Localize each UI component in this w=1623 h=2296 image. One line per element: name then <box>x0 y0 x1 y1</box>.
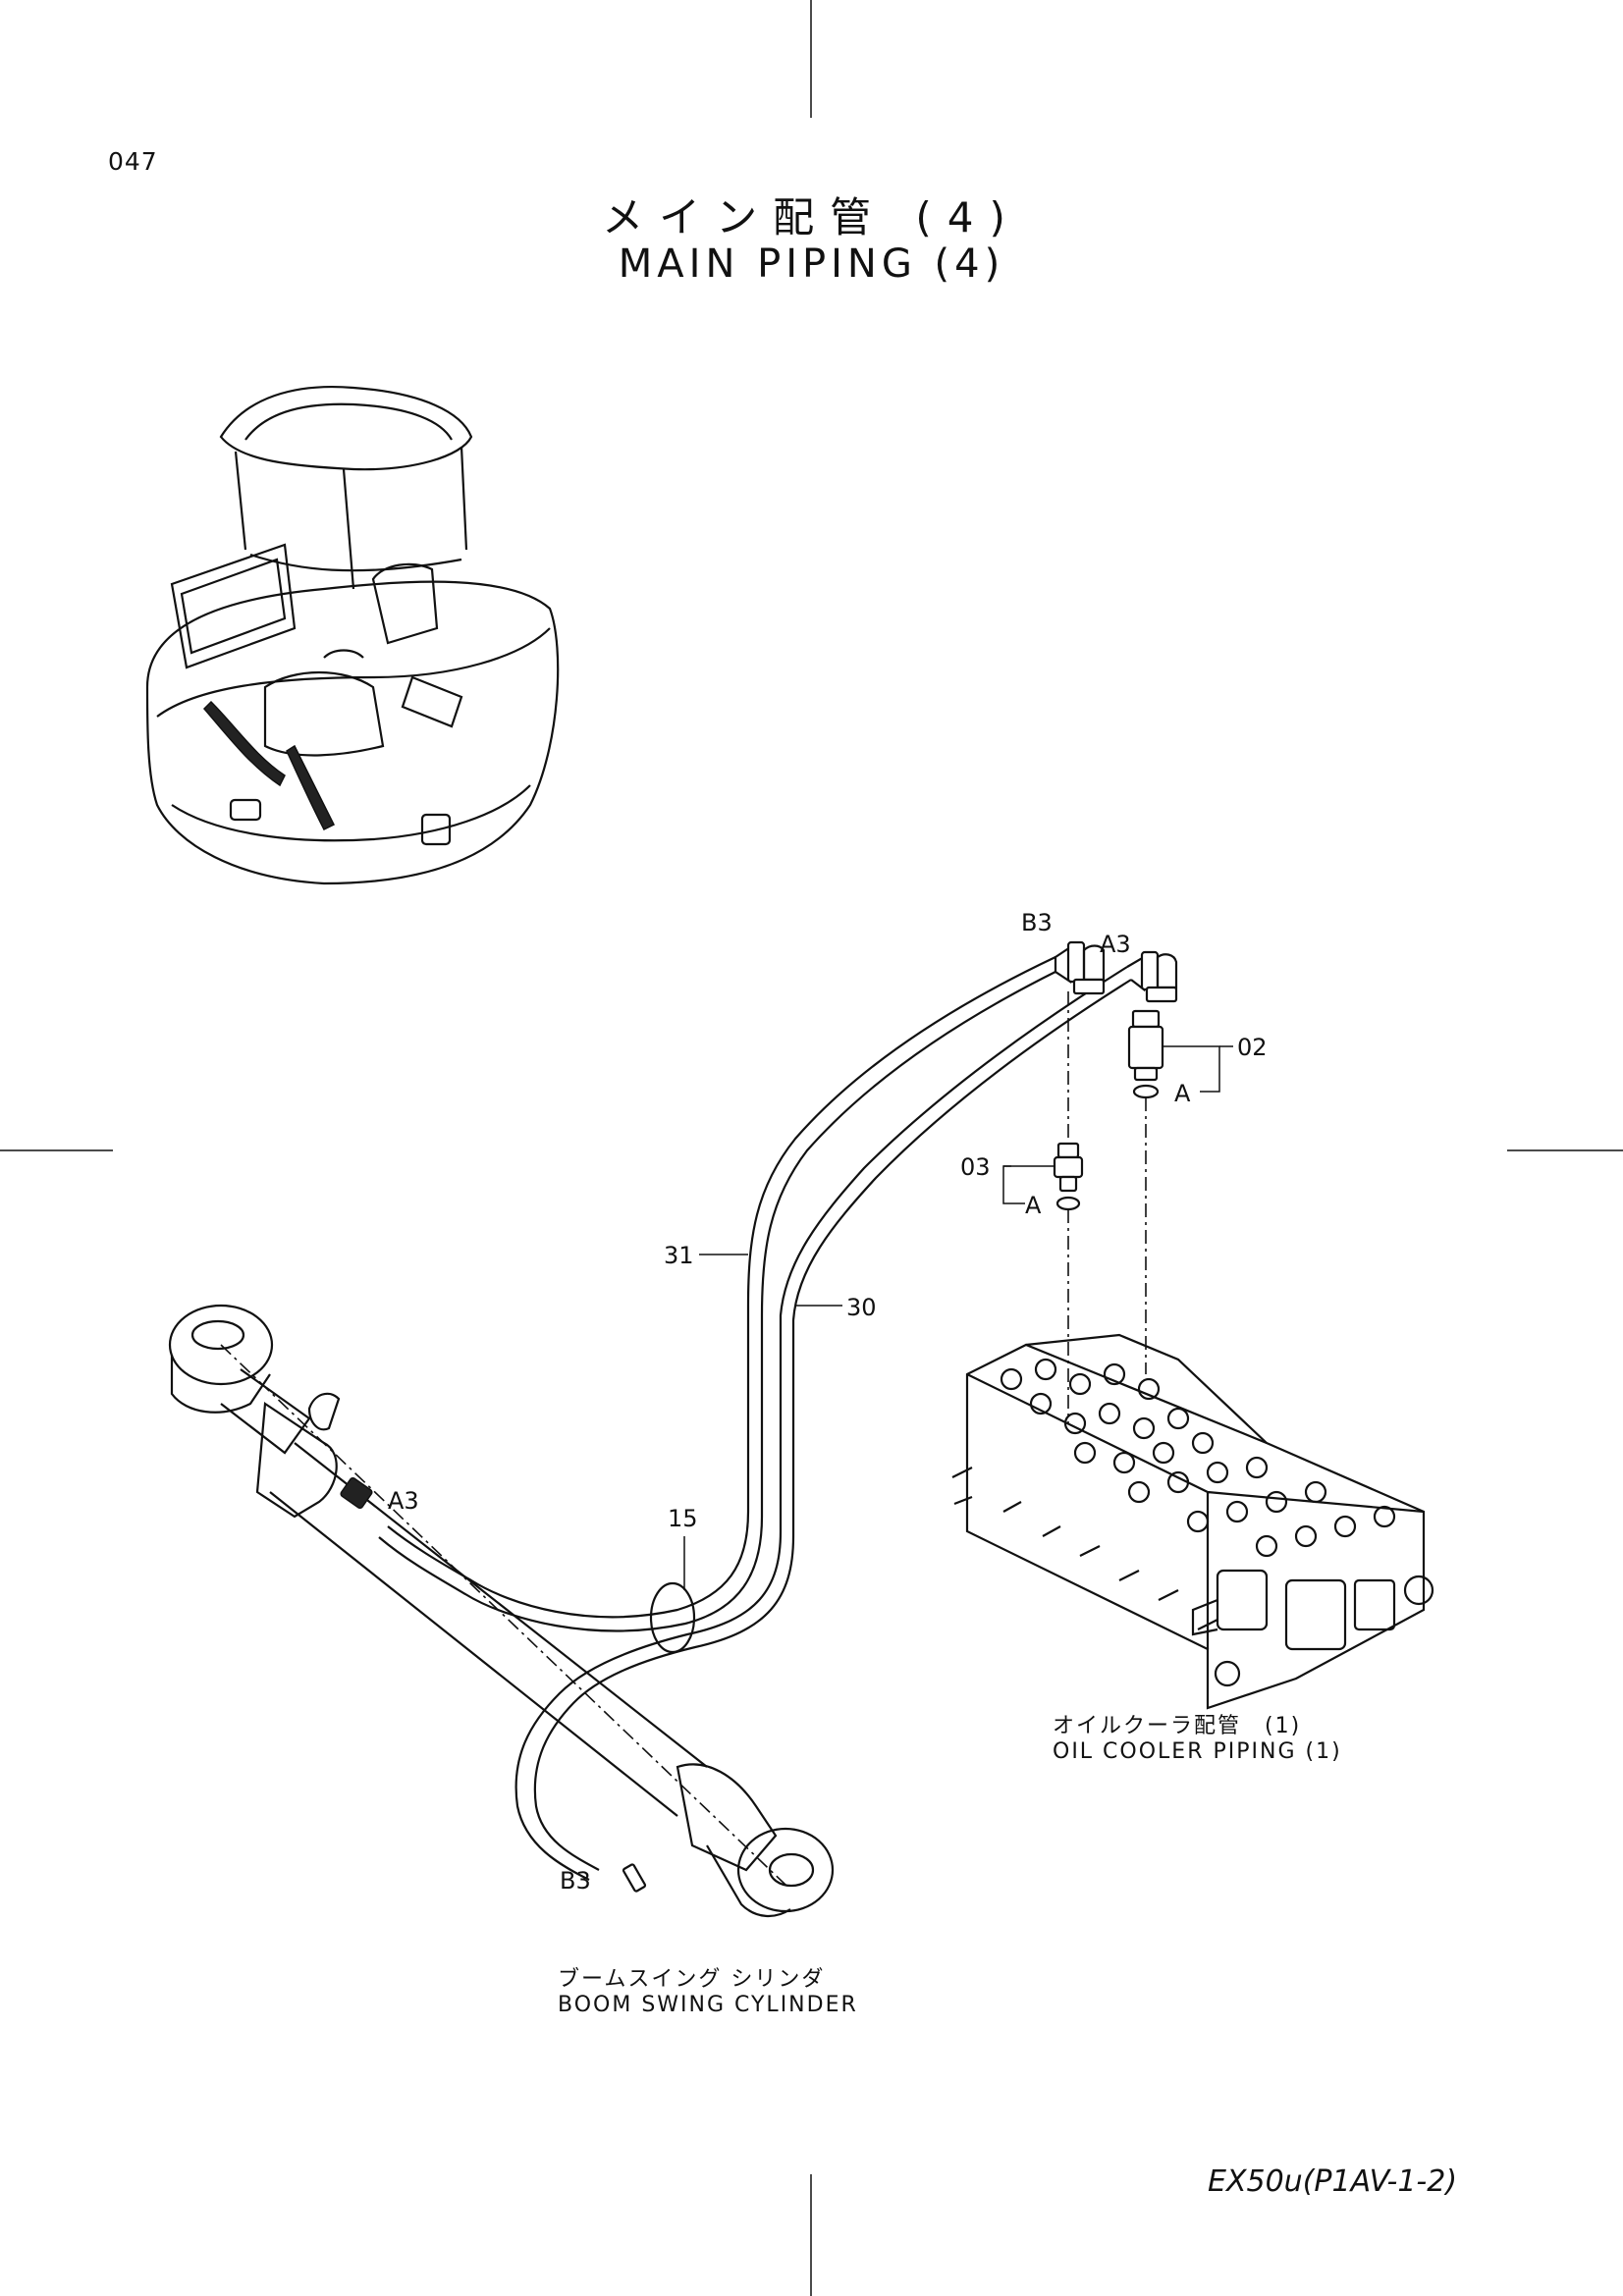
page-title-english: MAIN PIPING (4) <box>618 241 1005 287</box>
model-reference: EX50u(P1AV-1-2) <box>1208 2164 1458 2199</box>
port-label-a-02: A <box>1174 1080 1191 1107</box>
port-label-a3-top: A3 <box>1100 931 1131 958</box>
port-label-b3-cylinder: B3 <box>560 1867 591 1895</box>
boom-swing-cylinder-caption-ja: ブームスイング シリンダ <box>558 1967 826 1992</box>
port-label-b3-top: B3 <box>1021 909 1053 936</box>
port-label-a3-cylinder: A3 <box>388 1487 419 1515</box>
adapter-fittings <box>1053 991 1164 1423</box>
excavator-overview-illustration <box>145 386 560 885</box>
callout-15: 15 <box>668 1505 698 1532</box>
callout-30: 30 <box>846 1294 877 1321</box>
boom-swing-cylinder-caption-en: BOOM SWING CYLINDER <box>558 1993 858 2017</box>
boom-swing-cylinder-illustration <box>168 1304 835 1917</box>
control-valve-illustration <box>951 1333 1434 1710</box>
oil-cooler-piping-caption-en: OIL COOLER PIPING (1) <box>1053 1739 1342 1764</box>
oil-cooler-piping-caption-ja: オイルクーラ配管 (1) <box>1053 1714 1302 1738</box>
callout-31: 31 <box>664 1242 694 1269</box>
page-title-japanese: メイン配管 (4) <box>602 193 1021 241</box>
callout-03: 03 <box>960 1153 991 1181</box>
port-label-a-03: A <box>1025 1192 1042 1219</box>
hose-assembly <box>378 940 1178 1881</box>
page-number: 047 <box>108 147 158 176</box>
leader-lines <box>683 1045 1233 1590</box>
callout-02: 02 <box>1237 1034 1268 1061</box>
